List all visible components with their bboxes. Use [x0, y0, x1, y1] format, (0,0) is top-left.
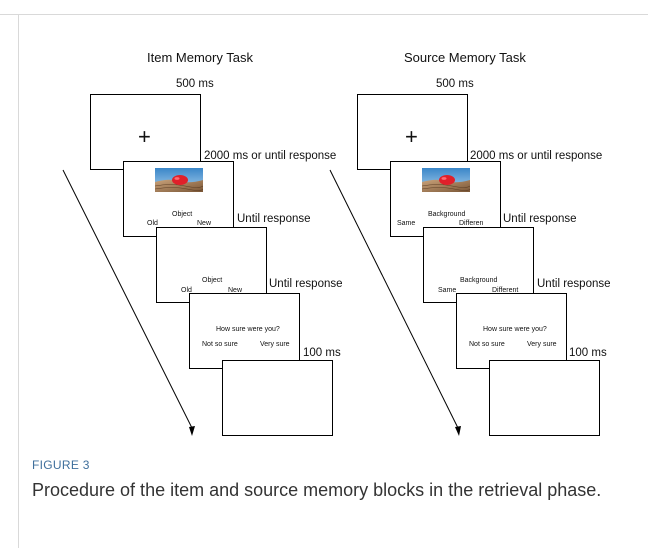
fixation-timing: 500 ms: [436, 78, 474, 90]
response-prompt: Object: [202, 277, 223, 284]
response-option-right: Different: [492, 287, 519, 294]
fixation-screen: +: [90, 94, 201, 170]
fixation-timing: 500 ms: [176, 78, 214, 90]
response-option-right: Differen: [459, 220, 484, 227]
response-option-right: New: [228, 287, 243, 294]
response-option-left: Same: [397, 220, 416, 227]
background-photo: [422, 168, 470, 192]
response-option-right: New: [197, 220, 212, 227]
noimage-response-timing: Until response: [269, 278, 343, 290]
blank-screen: [489, 360, 600, 436]
background-noimage-screen: Background Same Different: [423, 227, 534, 303]
response-option-left: Old: [147, 220, 158, 227]
fixation-cross: +: [138, 124, 151, 149]
image-response-timing: Until response: [237, 213, 311, 225]
response-prompt: Background: [460, 277, 498, 284]
panel-title: Item Memory Task: [147, 50, 253, 65]
confidence-question: How sure were you?: [216, 326, 280, 333]
noimage-response-timing: Until response: [537, 278, 611, 290]
image-response-timing: Until response: [503, 213, 577, 225]
response-prompt: Background: [428, 211, 466, 218]
confidence-option-right: Very sure: [260, 341, 290, 348]
background-image-screen: Background Same Differen: [390, 161, 501, 237]
response-prompt: Object: [172, 211, 193, 218]
image-screen-timing: 2000 ms or until response: [204, 150, 337, 162]
confidence-option-left: Not so sure: [469, 341, 505, 348]
figure-left-rule: [18, 14, 19, 548]
figure-label: FIGURE 3: [32, 458, 90, 472]
confidence-screen: How sure were you? Not so sure Very sure: [456, 293, 567, 369]
blank-screen: [222, 360, 333, 436]
confidence-option-right: Very sure: [527, 341, 557, 348]
figure-top-rule: [0, 14, 648, 15]
fixation-cross: +: [405, 124, 418, 149]
response-option-left: Same: [438, 287, 457, 294]
panel-title: Source Memory Task: [404, 50, 526, 65]
blank-timing: 100 ms: [303, 347, 341, 359]
response-option-left: Old: [181, 287, 192, 294]
image-screen-timing: 2000 ms or until response: [470, 150, 603, 162]
object-photo: [155, 168, 203, 192]
figure-caption: Procedure of the item and source memory …: [32, 480, 602, 500]
blank-timing: 100 ms: [569, 347, 607, 359]
confidence-screen: How sure were you? Not so sure Very sure: [189, 293, 300, 369]
confidence-option-left: Not so sure: [202, 341, 238, 348]
object-noimage-screen: Object Old New: [156, 227, 267, 303]
confidence-question: How sure were you?: [483, 326, 547, 333]
fixation-screen: +: [357, 94, 468, 170]
